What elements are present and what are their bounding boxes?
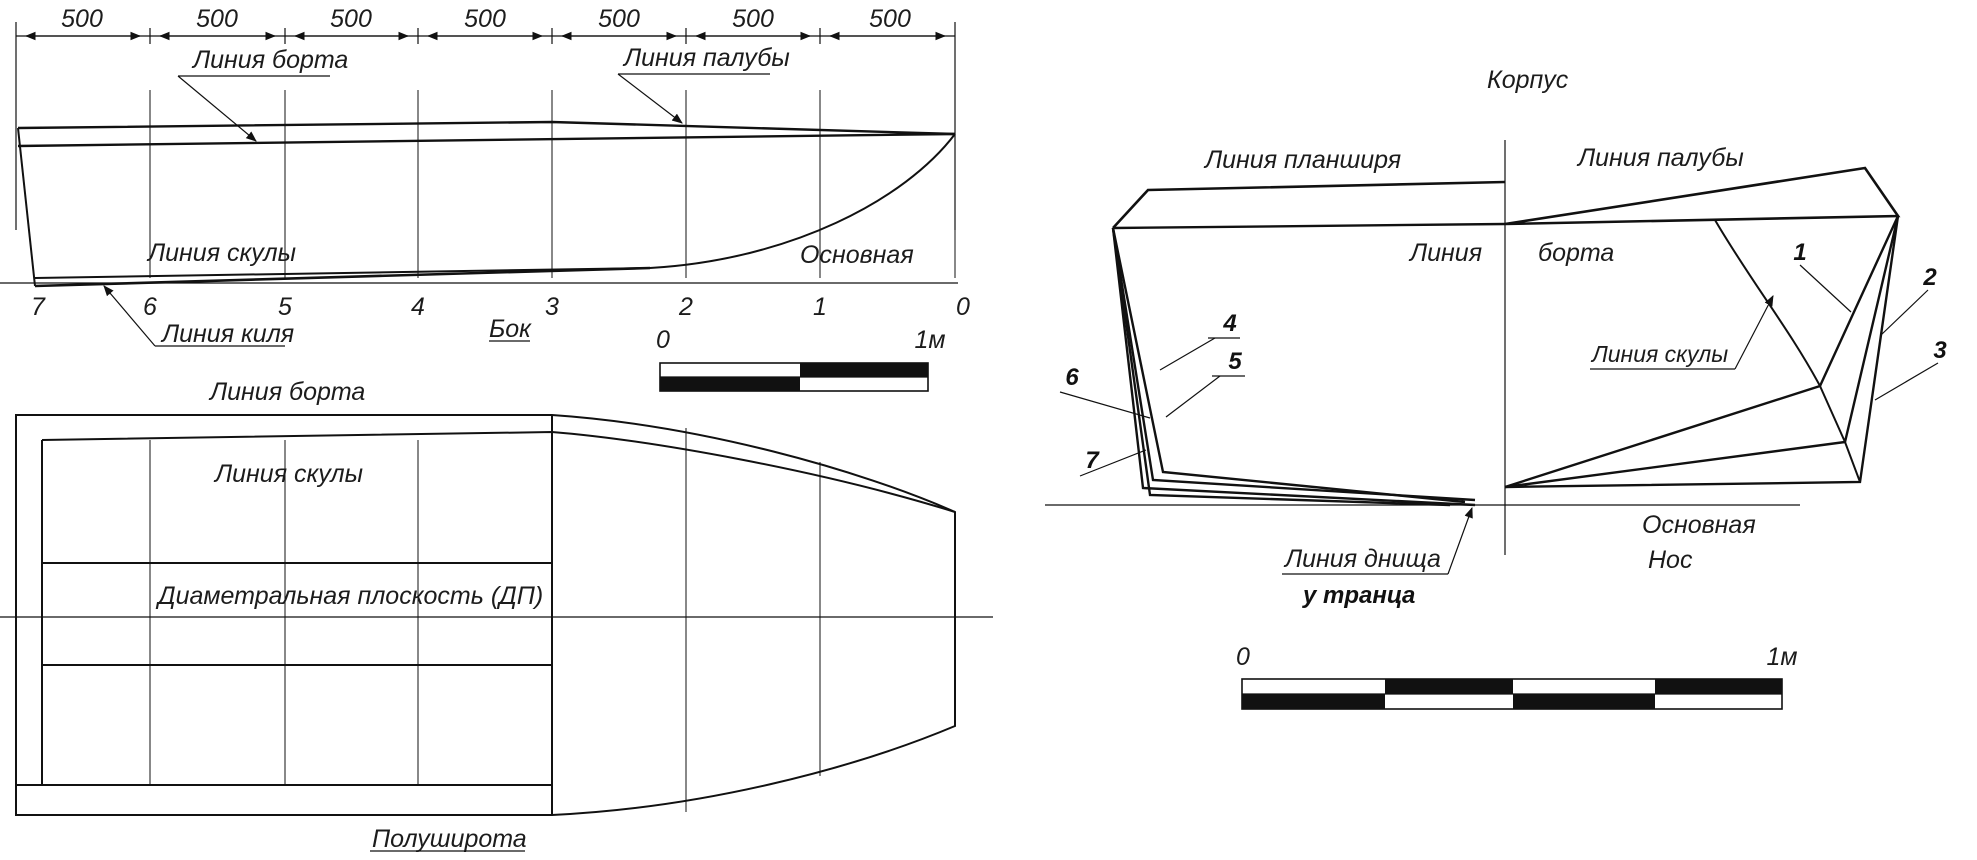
- section-number-3: 3: [1933, 337, 1947, 364]
- section-number-5: 5: [1228, 348, 1242, 375]
- section-7: [1111, 227, 1451, 507]
- chine-line: [34, 267, 651, 279]
- plan-chine-line: [41, 430, 956, 513]
- label-line-planshirya: Линия планширя: [1203, 146, 1401, 174]
- section-number-1: 1: [1793, 239, 1806, 266]
- label-nos: Нос: [1648, 546, 1693, 574]
- body-label-line-skuly: Линия скулы: [1590, 341, 1728, 367]
- dimension-label-5: 500: [598, 5, 640, 33]
- body-aft-sections: [1111, 180, 1506, 507]
- label-line-kilya: Линия киля: [160, 320, 294, 348]
- station-number-3: 3: [545, 293, 559, 321]
- station-number-0: 0: [956, 293, 970, 321]
- label-line-skuly: Линия скулы: [146, 239, 296, 267]
- station-number-4: 4: [411, 293, 425, 321]
- section-6: [1111, 227, 1476, 507]
- dimension-chain: 500 500 500 500 500 500 500: [15, 5, 956, 230]
- label-osnovnaya: Основная: [800, 241, 914, 269]
- scale-start-label: 0: [656, 326, 670, 354]
- dimension-label-4: 500: [464, 5, 506, 33]
- station-number-1: 1: [813, 293, 827, 321]
- dimension-label-1: 500: [61, 5, 103, 33]
- side-hull: [17, 120, 956, 288]
- dimension-label-7: 500: [869, 5, 911, 33]
- body-scale-bar: 0 1м: [1236, 643, 1798, 710]
- section-number-7: 7: [1085, 447, 1100, 474]
- station-number-2: 2: [678, 293, 693, 321]
- dimension-label-2: 500: [196, 5, 238, 33]
- gunwale-line: [1112, 180, 1506, 229]
- label-line-borta: Линия борта: [191, 46, 348, 74]
- body-scale-start-label: 0: [1236, 643, 1250, 671]
- body-label-line-paluby: Линия палубы: [1576, 144, 1744, 172]
- body-label-osnovnaya: Основная: [1642, 511, 1756, 539]
- dimension-label-6: 500: [732, 5, 774, 33]
- station-number-5: 5: [278, 293, 292, 321]
- section-number-4: 4: [1222, 310, 1236, 337]
- scale-end-label: 1м: [914, 326, 945, 354]
- station-number-7: 7: [31, 293, 46, 321]
- body-scale-end-label: 1м: [1766, 643, 1797, 671]
- label-liniya: Линия: [1408, 239, 1482, 267]
- section-4: [1111, 227, 1476, 502]
- body-view: Корпус Линия планширя Линия палубы Линия: [1045, 66, 1947, 710]
- label-line-dnishcha: Линия днища: [1283, 545, 1441, 573]
- plan-view: Линия борта Линия скулы Диаметральная пл…: [0, 378, 993, 853]
- label-u-tranca: у транца: [1302, 582, 1415, 609]
- side-view: 500 500 500 500 500 500 500: [0, 5, 970, 392]
- transom-line: [17, 127, 36, 287]
- label-line-paluby: Линия палубы: [622, 44, 790, 72]
- sheer-line: [17, 132, 956, 148]
- stem-profile: [649, 133, 956, 269]
- body-view-title: Корпус: [1487, 66, 1569, 94]
- section-number-6: 6: [1065, 364, 1079, 391]
- plan-view-title: Полуширота: [372, 825, 527, 853]
- station-number-6: 6: [143, 293, 157, 321]
- station-lines: [149, 90, 956, 278]
- deck-section: [1504, 166, 1901, 226]
- section-5: [1111, 227, 1466, 504]
- side-scale-bar: 0 1м: [656, 326, 946, 392]
- body-fore-sections: [1504, 166, 1901, 489]
- keel-line: [34, 266, 651, 288]
- plan-label-dp: Диаметральная плоскость (ДП): [155, 582, 543, 610]
- plan-outline: [15, 414, 956, 816]
- section-number-2: 2: [1922, 264, 1937, 291]
- label-borta: борта: [1538, 239, 1614, 267]
- side-view-title: Бок: [489, 315, 532, 343]
- dimension-label-3: 500: [330, 5, 372, 33]
- deck-line: [17, 120, 956, 136]
- plan-label-line-skuly: Линия скулы: [213, 460, 363, 488]
- plan-label-line-borta: Линия борта: [208, 378, 365, 406]
